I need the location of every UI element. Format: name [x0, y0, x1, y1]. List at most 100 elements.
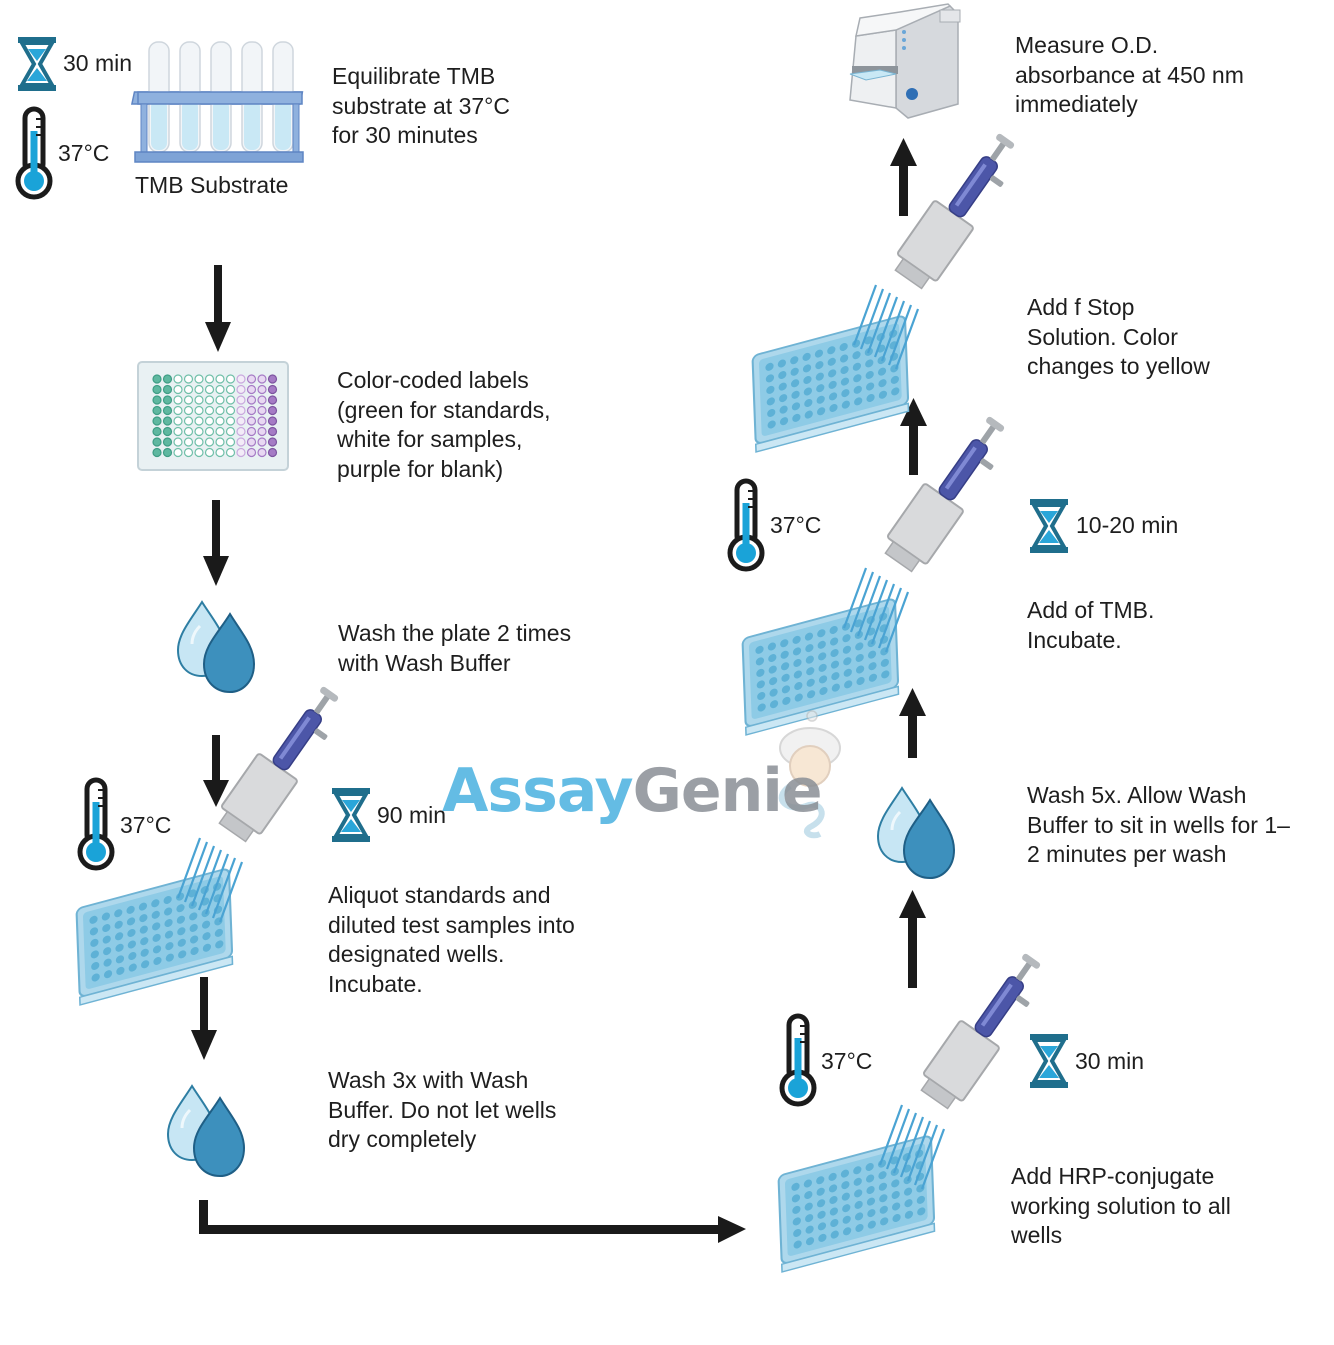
step-aliquot-text: Aliquot standards and diluted test sampl…	[328, 882, 575, 997]
plate-reader-icon	[849, 3, 961, 119]
plate-well	[183, 405, 194, 416]
plate-well	[152, 437, 162, 447]
hrp-time-label: 30 min	[1075, 1048, 1145, 1074]
plate-well	[162, 437, 173, 447]
plate-well	[267, 405, 278, 416]
aliquot-temp-label: 37°C	[120, 812, 172, 838]
step-equilibrate-text: Equilibrate TMB substrate at 37°C for 30…	[332, 63, 510, 148]
plate-well	[194, 437, 204, 447]
arrow-up-4	[890, 138, 917, 216]
arrow-elbow	[199, 1200, 746, 1243]
plate-well	[204, 374, 215, 384]
arrow-up-3	[900, 398, 927, 475]
plate-well	[173, 405, 183, 416]
thermometer-icon	[18, 109, 50, 197]
plate-well	[267, 447, 278, 458]
plate-well	[183, 384, 194, 395]
plate-well	[257, 405, 267, 416]
plate-well	[152, 405, 162, 416]
plate-well	[246, 426, 257, 437]
watermark: AssayGenie	[442, 756, 823, 826]
plate-well	[152, 426, 162, 437]
arrow-down-1	[205, 265, 231, 352]
plate-well	[236, 395, 246, 405]
plate-well	[204, 416, 215, 426]
plate-well	[204, 447, 215, 458]
plate-well	[204, 384, 215, 395]
plate-well	[204, 426, 215, 437]
plate-well	[162, 374, 173, 384]
arrow-down-3	[203, 735, 229, 807]
thermometer-icon	[80, 780, 112, 868]
plate-well	[225, 384, 236, 395]
plate-well	[152, 416, 162, 426]
plate-well	[267, 426, 278, 437]
plate-well	[173, 426, 183, 437]
plate-well	[152, 395, 162, 405]
plate-well	[246, 416, 257, 426]
step-hrp-text: Add HRP-conjugate working solution to al…	[1011, 1163, 1231, 1248]
arrow-down-4	[191, 977, 217, 1060]
watermark-part2: Genie	[632, 756, 823, 826]
step-wash-2-text: Wash the plate 2 times with Wash Buffer	[338, 620, 572, 676]
water-drops-icon	[876, 786, 956, 880]
plate-well	[162, 416, 173, 426]
thermometer-icon	[730, 481, 762, 569]
plate-well	[236, 374, 246, 384]
plate-well	[236, 384, 246, 395]
plate-well	[173, 395, 183, 405]
plate-well	[162, 384, 173, 395]
hourglass-icon	[330, 786, 372, 844]
plate-well	[246, 374, 257, 384]
plate-well	[246, 405, 257, 416]
well-plate-icon	[137, 361, 289, 471]
plate-well	[246, 447, 257, 458]
plate-well	[236, 416, 246, 426]
plate-well	[204, 437, 215, 447]
plate-well	[162, 447, 173, 458]
hourglass-icon	[16, 35, 58, 93]
plate-well	[267, 437, 278, 447]
plate-well	[267, 374, 278, 384]
plate-well	[246, 437, 257, 447]
step-stop-text: Add f Stop Solution. Color changes to ye…	[1027, 294, 1210, 379]
plate-well	[194, 384, 204, 395]
multichannel-pipette-icon	[75, 676, 352, 1007]
plate-well	[246, 395, 257, 405]
plate-well	[236, 405, 246, 416]
water-drops-icon	[176, 600, 256, 694]
hourglass-icon	[1028, 497, 1070, 555]
plate-well	[162, 395, 173, 405]
plate-well	[173, 416, 183, 426]
watermark-part1: Assay	[442, 756, 634, 826]
plate-well	[215, 426, 225, 437]
test-tubes-icon	[130, 41, 304, 163]
plate-well	[152, 374, 162, 384]
water-drops-icon	[166, 1084, 246, 1178]
plate-well	[225, 416, 236, 426]
tmb-time-label: 10-20 min	[1076, 512, 1179, 538]
plate-well	[194, 374, 204, 384]
plate-well	[257, 447, 267, 458]
plate-well	[173, 447, 183, 458]
plate-well	[173, 374, 183, 384]
genie-icon	[778, 710, 841, 839]
step-labels-text: Color-coded labels (green for standards,…	[337, 367, 551, 482]
multichannel-pipette-icon	[741, 406, 1018, 737]
plate-well	[246, 384, 257, 395]
hrp-temp-label: 37°C	[821, 1048, 873, 1074]
plate-well	[152, 384, 162, 395]
plate-well	[257, 395, 267, 405]
plate-well	[183, 374, 194, 384]
plate-well	[267, 395, 278, 405]
plate-well	[183, 426, 194, 437]
plate-well	[225, 395, 236, 405]
tube-label: TMB Substrate	[135, 172, 289, 198]
plate-well	[204, 405, 215, 416]
step-measure-text: Measure O.D. absorbance at 450 nm immedi…	[1015, 32, 1244, 117]
hourglass-icon	[1028, 1032, 1070, 1090]
plate-well	[204, 395, 215, 405]
aliquot-time-label: 90 min	[377, 802, 447, 828]
